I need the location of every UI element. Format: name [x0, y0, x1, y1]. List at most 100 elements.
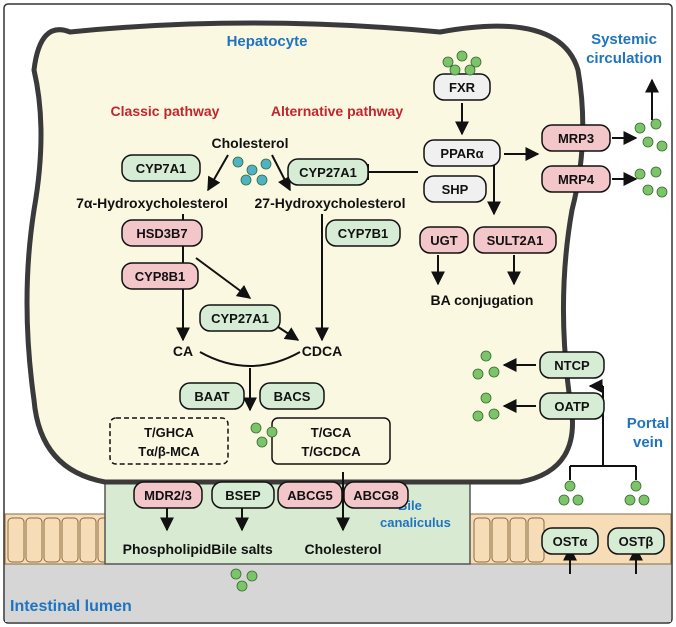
ostb-label: OSTβ: [619, 534, 654, 549]
ostb-transporter: OSTβ: [607, 527, 665, 555]
cyp7a1-label: CYP7A1: [136, 161, 187, 176]
ppara-label: PPARα: [440, 146, 483, 161]
osta-transporter: OSTα: [541, 527, 599, 555]
molecule-dot: [638, 494, 650, 506]
ntcp-transporter: NTCP: [539, 351, 605, 379]
intestinal-lumen-label: Intestinal lumen: [10, 598, 132, 615]
molecule-dot: [564, 480, 576, 492]
molecule-dot: [642, 184, 654, 196]
abcg8-transporter: ABCG8: [343, 481, 409, 509]
bsep-transporter: BSEP: [211, 481, 275, 509]
oatp-transporter: OATP: [539, 392, 605, 420]
molecule-dot: [442, 56, 454, 68]
unconjugated-ba-box: [109, 417, 229, 465]
molecule-dot: [558, 494, 570, 506]
cyp27a1-mid-enzyme: CYP27A1: [199, 304, 281, 332]
molecule-dots: [230, 50, 668, 592]
molecule-dot: [246, 164, 258, 176]
molecule-dot: [624, 494, 636, 506]
mdr23-label: MDR2/3: [144, 488, 192, 503]
hydroxy27-label: 27-Hydroxycholesterol: [255, 195, 406, 211]
hsd3b7-label: HSD3B7: [136, 226, 187, 241]
cdca-label: CDCA: [302, 343, 342, 359]
cholesterol-label: Cholesterol: [211, 135, 288, 151]
cholesterol-out-label: Cholesterol: [304, 541, 381, 557]
cyp8b1-label: CYP8B1: [135, 269, 186, 284]
pathway-arrows: [160, 78, 659, 574]
molecule-dot: [256, 436, 268, 448]
hsd3b7-enzyme[interactable]: HSD3B7: [121, 219, 203, 247]
portal-vein-label-2: vein: [633, 434, 663, 451]
ca-label: CA: [173, 343, 193, 359]
cyp7b1-enzyme: CYP7B1: [325, 219, 401, 247]
mdr23-transporter: MDR2/3: [133, 481, 203, 509]
sult2a1-label: SULT2A1: [487, 233, 544, 248]
baat-label: BAAT: [194, 389, 229, 404]
molecule-dot: [472, 410, 484, 422]
fxr-regulator: FXR: [433, 73, 491, 101]
abcg5-transporter: ABCG5: [277, 481, 343, 509]
cyp7b1-label: CYP7B1: [338, 226, 389, 241]
tabmca-label: Tα/β-MCA: [138, 444, 200, 459]
cyp27a1-top-label: CYP27A1: [299, 165, 357, 180]
tgcdca-label: T/GCDCA: [301, 444, 361, 459]
molecule-dot: [480, 350, 492, 362]
epithelial-cell: [61, 517, 79, 563]
molecule-dot: [630, 480, 642, 492]
molecule-dot: [488, 366, 500, 378]
epithelial-cell: [25, 517, 43, 563]
bile-salts-label: Bile salts: [211, 541, 273, 557]
ugt-label: UGT: [430, 233, 458, 248]
cyp8b1-enzyme: CYP8B1: [121, 262, 199, 290]
cyp27a1-top-enzyme: CYP27A1: [287, 158, 369, 186]
mrp4-transporter: MRP4: [541, 165, 611, 193]
epithelial-cell: [79, 517, 97, 563]
hydroxy7a-label: 7α-Hydroxycholesterol: [76, 195, 228, 211]
mrp3-transporter: MRP3: [541, 124, 611, 152]
molecule-dot: [472, 368, 484, 380]
molecule-dot: [240, 174, 252, 186]
molecule-dot: [470, 56, 482, 68]
systemic-circulation-label-2: circulation: [586, 50, 662, 67]
baat-enzyme: BAAT: [179, 382, 245, 410]
molecule-dot: [260, 158, 272, 170]
ntcp-label: NTCP: [554, 358, 590, 373]
epithelial-cell: [473, 517, 491, 563]
molecule-dot: [266, 426, 278, 438]
systemic-circulation-label-1: Systemic: [591, 31, 657, 48]
molecule-dot: [246, 570, 258, 582]
molecule-dot: [656, 186, 668, 198]
molecule-dot: [656, 140, 668, 152]
intestinal-lumen-region: [5, 562, 671, 622]
sult2a1-enzyme: SULT2A1: [473, 226, 557, 254]
epithelial-cell: [7, 517, 25, 563]
shp-regulator: SHP: [423, 175, 487, 203]
molecule-dot: [634, 168, 646, 180]
molecule-dot: [650, 118, 662, 130]
bile-canaliculus-label-2: canaliculus: [380, 515, 451, 530]
portal-vein-label-1: Portal: [627, 415, 670, 432]
molecule-dot: [449, 64, 461, 76]
bacs-label: BACS: [274, 389, 311, 404]
molecule-dot: [488, 408, 500, 420]
alternative-pathway-label: Alternative pathway: [271, 103, 403, 119]
molecule-dot: [250, 422, 262, 434]
conjugated-ba-box: [271, 417, 391, 465]
cyp27a1-mid-label: CYP27A1: [211, 311, 269, 326]
molecule-dot: [256, 174, 268, 186]
osta-label: OSTα: [553, 534, 588, 549]
molecule-dot: [232, 156, 244, 168]
molecule-dot: [480, 392, 492, 404]
ppara-regulator: PPARα: [423, 139, 501, 167]
phospholipid-label: Phospholipid: [123, 541, 212, 557]
ba-conjugation-label: BA conjugation: [431, 292, 534, 308]
hepatocyte-label: Hepatocyte: [227, 33, 308, 50]
cyp7a1-enzyme: CYP7A1: [121, 154, 201, 182]
molecule-dot: [464, 64, 476, 76]
molecule-dot: [650, 166, 662, 178]
shp-label: SHP: [442, 182, 469, 197]
classic-pathway-label: Classic pathway: [111, 103, 220, 119]
molecule-dot: [572, 494, 584, 506]
